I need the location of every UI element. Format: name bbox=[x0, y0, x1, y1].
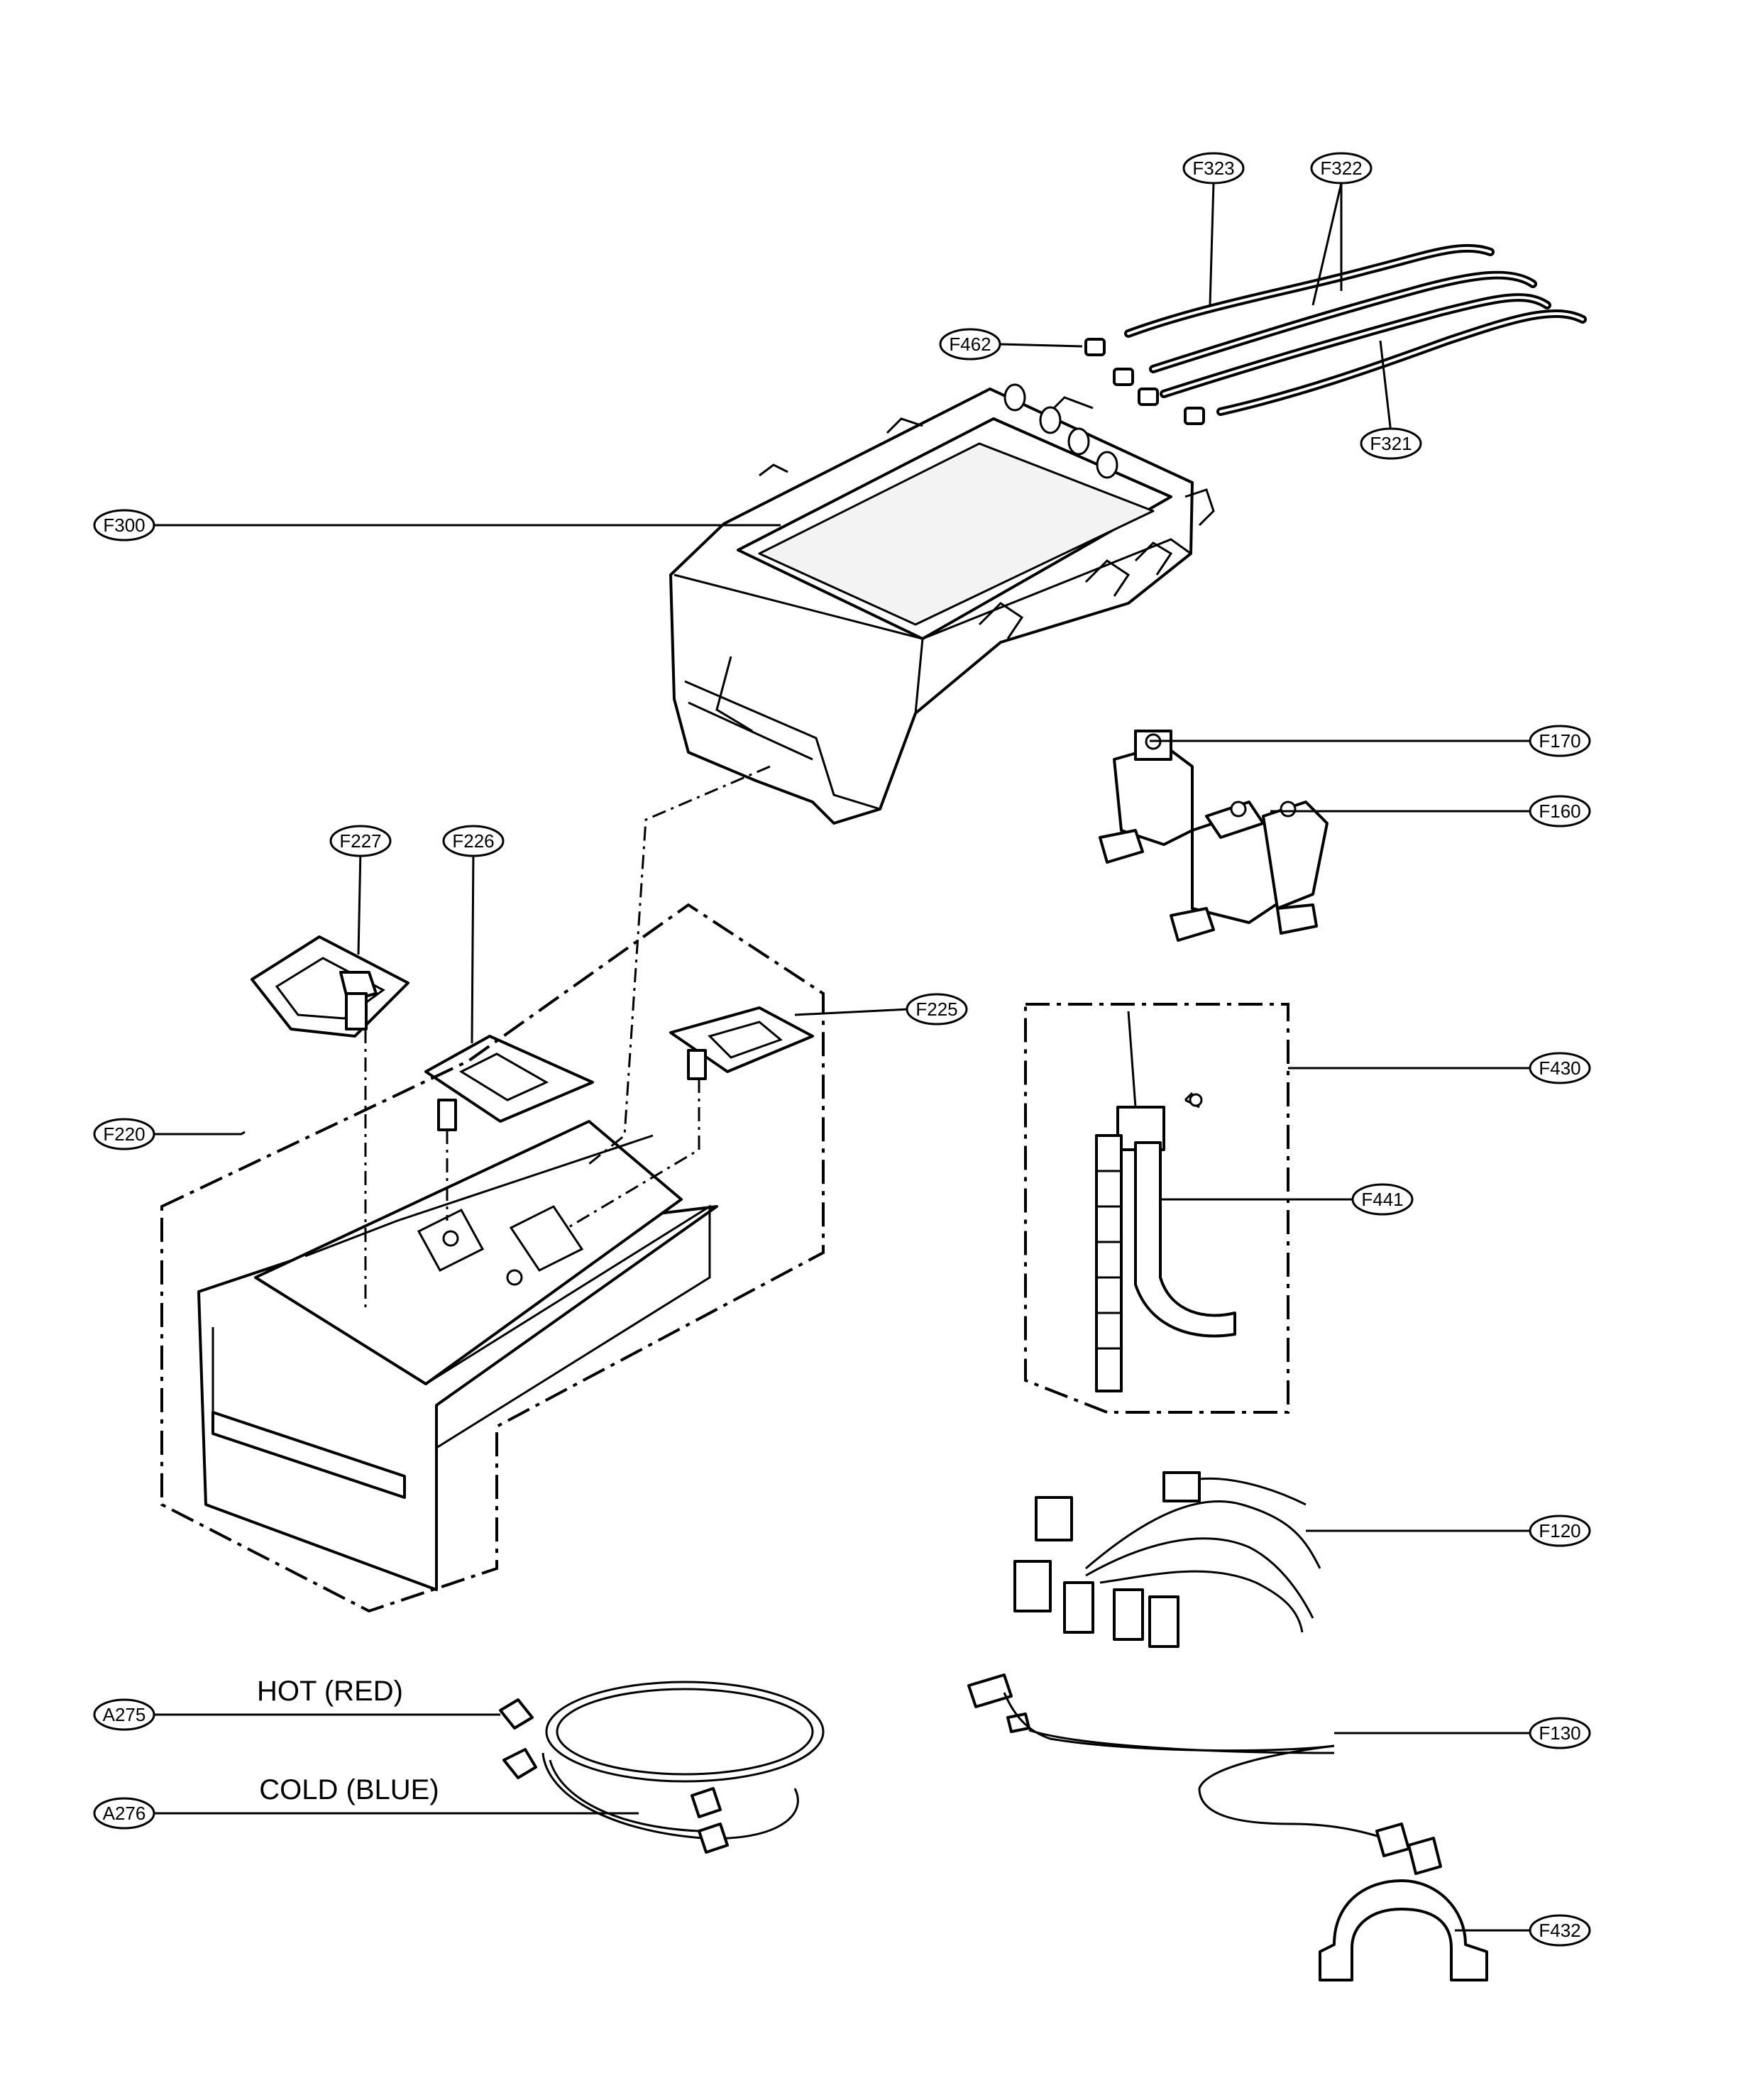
callout-label-f322: F322 bbox=[1320, 158, 1362, 179]
caption-cold-blue: COLD (BLUE) bbox=[259, 1774, 439, 1805]
bracket-f432-drawing bbox=[1319, 1879, 1488, 1981]
callout-label-f321: F321 bbox=[1370, 433, 1412, 454]
part-f227-drawing bbox=[251, 935, 409, 1038]
part-f226-drawing bbox=[424, 1035, 594, 1131]
callout-label-f120: F120 bbox=[1539, 1520, 1580, 1541]
callout-label-f430: F430 bbox=[1539, 1057, 1580, 1079]
callout-f322: F322 bbox=[1310, 152, 1373, 185]
callout-label-f462: F462 bbox=[949, 334, 991, 355]
callout-f225: F225 bbox=[906, 993, 968, 1026]
callout-f120: F120 bbox=[1529, 1514, 1591, 1547]
callout-label-f170: F170 bbox=[1539, 730, 1580, 752]
leader-lines bbox=[155, 182, 1533, 1932]
wire-harness-f130-drawing bbox=[967, 1673, 1442, 1875]
callout-label-f441: F441 bbox=[1361, 1189, 1403, 1210]
callout-label-f227: F227 bbox=[339, 830, 381, 852]
callout-label-f160: F160 bbox=[1539, 801, 1580, 822]
callout-label-f130: F130 bbox=[1539, 1722, 1580, 1744]
wire-harness-f120-drawing bbox=[1013, 1471, 1321, 1648]
callout-label-a275: A275 bbox=[103, 1704, 146, 1725]
callout-label-f226: F226 bbox=[452, 830, 494, 852]
callout-f227: F227 bbox=[329, 825, 392, 857]
callout-f170: F170 bbox=[1529, 725, 1591, 757]
caption-hot-red: HOT (RED) bbox=[257, 1676, 403, 1707]
callout-f462: F462 bbox=[939, 328, 1001, 361]
callout-label-f225: F225 bbox=[915, 999, 957, 1020]
callout-f300: F300 bbox=[93, 509, 155, 542]
drain-hose-drawing bbox=[1095, 1011, 1236, 1392]
callout-f160: F160 bbox=[1529, 795, 1591, 828]
callout-f220: F220 bbox=[93, 1118, 155, 1150]
dispenser-housing-drawing bbox=[669, 383, 1215, 825]
projection-lines bbox=[364, 765, 771, 1313]
callout-label-f323: F323 bbox=[1192, 158, 1234, 179]
callout-f130: F130 bbox=[1529, 1717, 1591, 1749]
callout-f323: F323 bbox=[1182, 152, 1245, 185]
callout-a275: A275 bbox=[93, 1698, 155, 1731]
drawer-drawing bbox=[197, 1120, 718, 1591]
callout-label-f432: F432 bbox=[1539, 1920, 1580, 1941]
inlet-valves-drawing bbox=[1099, 730, 1329, 942]
callout-label-a276: A276 bbox=[103, 1803, 146, 1824]
part-f225-drawing bbox=[669, 1006, 814, 1080]
callout-f441: F441 bbox=[1351, 1183, 1414, 1216]
callout-label-f300: F300 bbox=[103, 515, 145, 536]
callout-f226: F226 bbox=[442, 825, 505, 857]
hoses-drawing bbox=[1084, 243, 1587, 425]
callout-a276: A276 bbox=[93, 1797, 155, 1830]
callout-f430: F430 bbox=[1529, 1052, 1591, 1084]
callout-label-f220: F220 bbox=[103, 1123, 145, 1145]
inlet-hoses-drawing bbox=[499, 1681, 825, 1854]
pump-assembly-boundary bbox=[1024, 1003, 1289, 1414]
callout-f321: F321 bbox=[1360, 427, 1422, 460]
callout-f432: F432 bbox=[1529, 1914, 1591, 1947]
drawer-assembly-boundary bbox=[160, 903, 825, 1613]
